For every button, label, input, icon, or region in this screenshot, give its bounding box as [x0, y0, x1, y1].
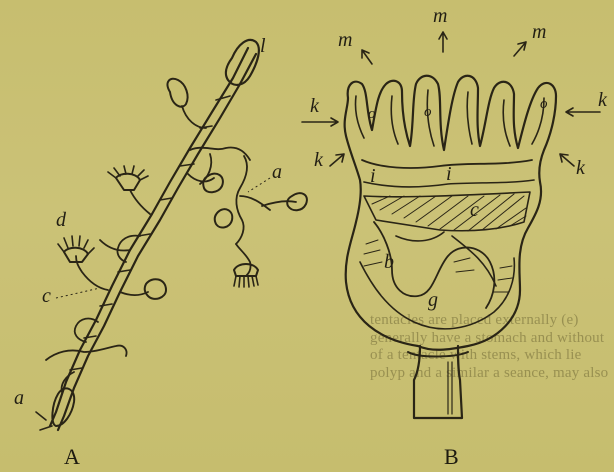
arrow-m-left	[362, 50, 372, 64]
label-m-right: m	[532, 22, 546, 42]
stalk-shading	[448, 362, 452, 414]
arrow-k-right-top	[566, 108, 600, 116]
panel-a-drawing	[36, 40, 307, 430]
label-k-left-bottom: k	[314, 150, 323, 170]
tentacle-fringe	[234, 276, 258, 287]
stem-segment	[70, 96, 230, 370]
label-c-panel-b: c	[470, 200, 479, 220]
arrow-m-center	[439, 32, 447, 52]
arrow-k-right-bottom	[560, 154, 574, 166]
label-i-left: i	[370, 166, 376, 186]
label-k-left-top: k	[310, 96, 319, 116]
branch	[188, 148, 250, 185]
hydranth	[234, 264, 258, 276]
caption-b: B	[444, 446, 459, 468]
label-a-bottom: a	[14, 388, 24, 408]
arrow-m-right	[514, 42, 526, 56]
arrow-k-left-top	[302, 118, 338, 126]
polyp-bud	[203, 174, 223, 193]
label-k-right-top: k	[598, 90, 607, 110]
label-l: l	[260, 36, 266, 56]
label-o-left: o	[368, 104, 376, 124]
label-i-center: i	[446, 164, 452, 184]
hatched-region	[364, 192, 530, 231]
label-b: b	[384, 252, 394, 272]
branch	[130, 190, 150, 214]
label-o-center: o	[424, 102, 432, 122]
label-a-right: a	[272, 162, 282, 182]
label-m-center: m	[433, 6, 447, 26]
label-m-left: m	[338, 30, 352, 50]
label-o-right: o	[540, 94, 548, 114]
branch	[236, 156, 247, 244]
polyp-bud	[215, 209, 233, 227]
label-g: g	[428, 290, 438, 310]
arrow-k-left-bottom	[330, 154, 344, 166]
label-c-panel-a: c	[42, 286, 51, 306]
stem-base	[36, 412, 52, 430]
branch	[100, 240, 130, 251]
caption-a: A	[64, 446, 80, 468]
panel-b-drawing	[302, 32, 600, 418]
polyp-bud	[145, 279, 166, 299]
branch	[182, 106, 206, 128]
tentacle-fringe	[58, 236, 94, 254]
polyp-outline	[345, 76, 556, 350]
label-d: d	[56, 210, 66, 230]
label-k-right-bottom: k	[576, 158, 585, 178]
branch	[120, 292, 148, 295]
polyp-bud	[168, 79, 188, 107]
branch	[236, 244, 251, 276]
